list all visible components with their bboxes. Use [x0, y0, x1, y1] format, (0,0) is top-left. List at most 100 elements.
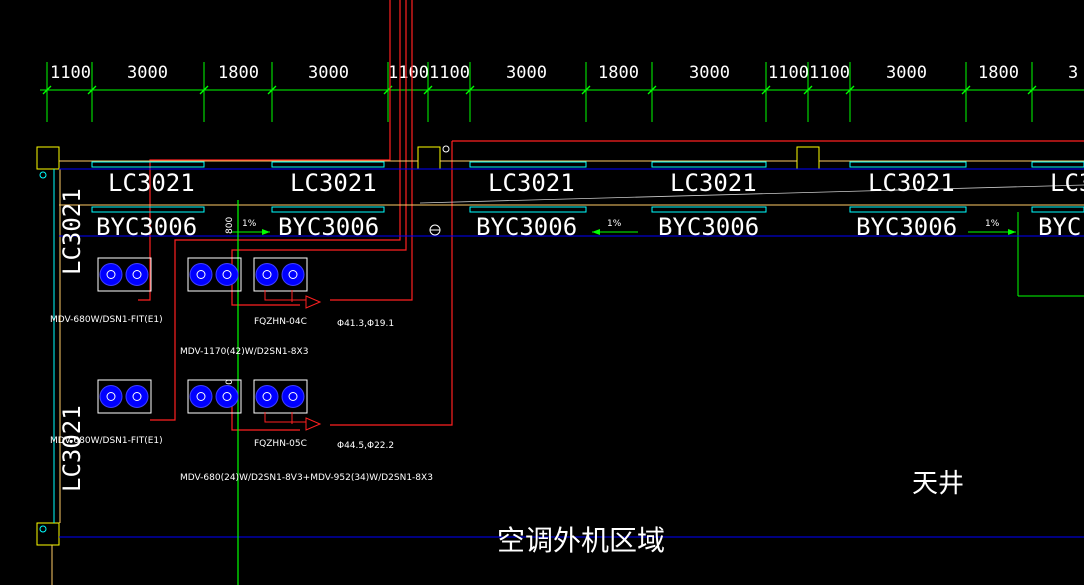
window-strip [1031, 161, 1084, 168]
branch-box-label: FQZHN-04C [254, 317, 307, 327]
column-box [36, 146, 60, 170]
dimension-tick-mark [87, 85, 97, 95]
unit-annotations: MDV-680W/DSN1-FIT(E1) MDV-1170(42)W/D2SN… [50, 315, 433, 483]
column-box [417, 146, 441, 170]
window-strips [91, 161, 1084, 213]
dimension-text: 1100 [809, 63, 850, 83]
window-strip [469, 206, 587, 213]
outdoor-unit-box [97, 379, 152, 414]
window-label: LC3021 [488, 169, 575, 197]
fan-icon [281, 385, 305, 408]
window-strip [1031, 206, 1084, 213]
fan-icon [189, 385, 213, 408]
window-strip [469, 161, 587, 168]
pipe-node-icon [39, 171, 47, 179]
dimension-tick-mark [199, 85, 209, 95]
fan-hub-icon [222, 392, 232, 401]
dimension-tick-mark [761, 85, 771, 95]
dimension-text: 1100 [768, 63, 809, 83]
fan-icon [99, 263, 123, 286]
vertical-window-label: LC3021 [58, 405, 86, 492]
fan-hub-icon [132, 392, 142, 401]
pipe-size-label: Φ41.3,Φ19.1 [337, 319, 394, 329]
bay-label: BYC3006 [856, 213, 957, 241]
riser-pipe [231, 0, 407, 306]
fan-icon [255, 263, 279, 286]
unit-model-label: MDV-680W/DSN1-FIT(E1) [50, 315, 163, 325]
fan-hub-icon [196, 270, 206, 279]
riser-pipe [150, 0, 401, 421]
bay-labels: BYC3006 BYC3006 BYC3006 BYC3006 BYC3006 … [96, 213, 1081, 241]
pipe-size-label: Φ44.5,Φ22.2 [337, 441, 394, 451]
dimension-tick-mark [465, 85, 475, 95]
slope-arrowhead [592, 229, 600, 235]
unit-model-label: MDV-1170(42)W/D2SN1-8X3 [180, 347, 308, 357]
window-strip [91, 206, 205, 213]
dimension-tick-mark [581, 85, 591, 95]
outdoor-unit-box [187, 379, 242, 414]
pipe-tag: 800 [225, 217, 235, 234]
dimension-tick-mark [961, 85, 971, 95]
fan-hub-icon [106, 392, 116, 401]
branch-box-icon [305, 295, 322, 309]
window-label: LC3021 [290, 169, 377, 197]
outdoor-units [97, 257, 308, 414]
dimension-text: 1100 [50, 63, 91, 83]
bay-label: BYC3006 [96, 213, 197, 241]
window-label: LC3021 [108, 169, 195, 197]
vertical-window-label: LC3021 [58, 188, 86, 275]
outdoor-unit-box [253, 379, 308, 414]
dimension-text: 1100 [388, 63, 429, 83]
bay-label: BYC3006 [476, 213, 577, 241]
dimension-tick-mark [1027, 85, 1037, 95]
window-label: LC3021 [868, 169, 955, 197]
window-strip [271, 206, 385, 213]
riser-pipe [330, 0, 413, 301]
fan-icon [215, 263, 239, 286]
fan-icon [125, 385, 149, 408]
fan-icon [125, 263, 149, 286]
window-label: LC3 [1050, 169, 1084, 197]
fan-icon [215, 385, 239, 408]
dimension-text: 1800 [218, 63, 259, 83]
dimension-ticks [42, 62, 1037, 122]
dimension-tick-mark [845, 85, 855, 95]
window-label: LC3021 [670, 169, 757, 197]
vertical-window-labels: LC3021 LC3021 [58, 188, 86, 492]
fan-icon [255, 385, 279, 408]
window-strip [651, 161, 767, 168]
dimension-text: 1800 [978, 63, 1019, 83]
fan-hub-icon [288, 392, 298, 401]
riser-pipe [231, 405, 300, 431]
walls [36, 146, 1084, 585]
dimension-tick-mark [647, 85, 657, 95]
fan-hub-icon [132, 270, 142, 279]
dimension-texts: 1100 3000 1800 3000 1100 1100 3000 1800 … [50, 63, 1078, 83]
outdoor-unit-box [253, 257, 308, 292]
fan-hub-icon [262, 392, 272, 401]
slope-line [419, 184, 1084, 204]
dimension-chain: 1100 3000 1800 3000 1100 1100 3000 1800 … [40, 62, 1084, 122]
pipe-node-icon [442, 145, 450, 153]
fan-icon [99, 385, 123, 408]
bay-label: BYC3006 [278, 213, 379, 241]
column-box [36, 522, 60, 546]
window-strip [849, 206, 967, 213]
window-strip [271, 161, 385, 168]
pipe-node-icon [39, 525, 47, 533]
zone-label: 空调外机区域 [497, 524, 665, 557]
branch-box-icon [305, 417, 322, 431]
window-strip [849, 161, 967, 168]
dimension-text: 3000 [127, 63, 168, 83]
dimension-text: 3000 [689, 63, 730, 83]
branch-box-label: FQZHN-05C [254, 439, 307, 449]
slope-label: 1% [985, 219, 1000, 229]
dimension-text: 3000 [886, 63, 927, 83]
fan-hub-icon [222, 270, 232, 279]
slope-label: 1% [607, 219, 622, 229]
bay-label: BYC3006 [658, 213, 759, 241]
dimension-tick-mark [383, 85, 393, 95]
dimension-text: 1800 [598, 63, 639, 83]
window-strip [91, 161, 205, 168]
